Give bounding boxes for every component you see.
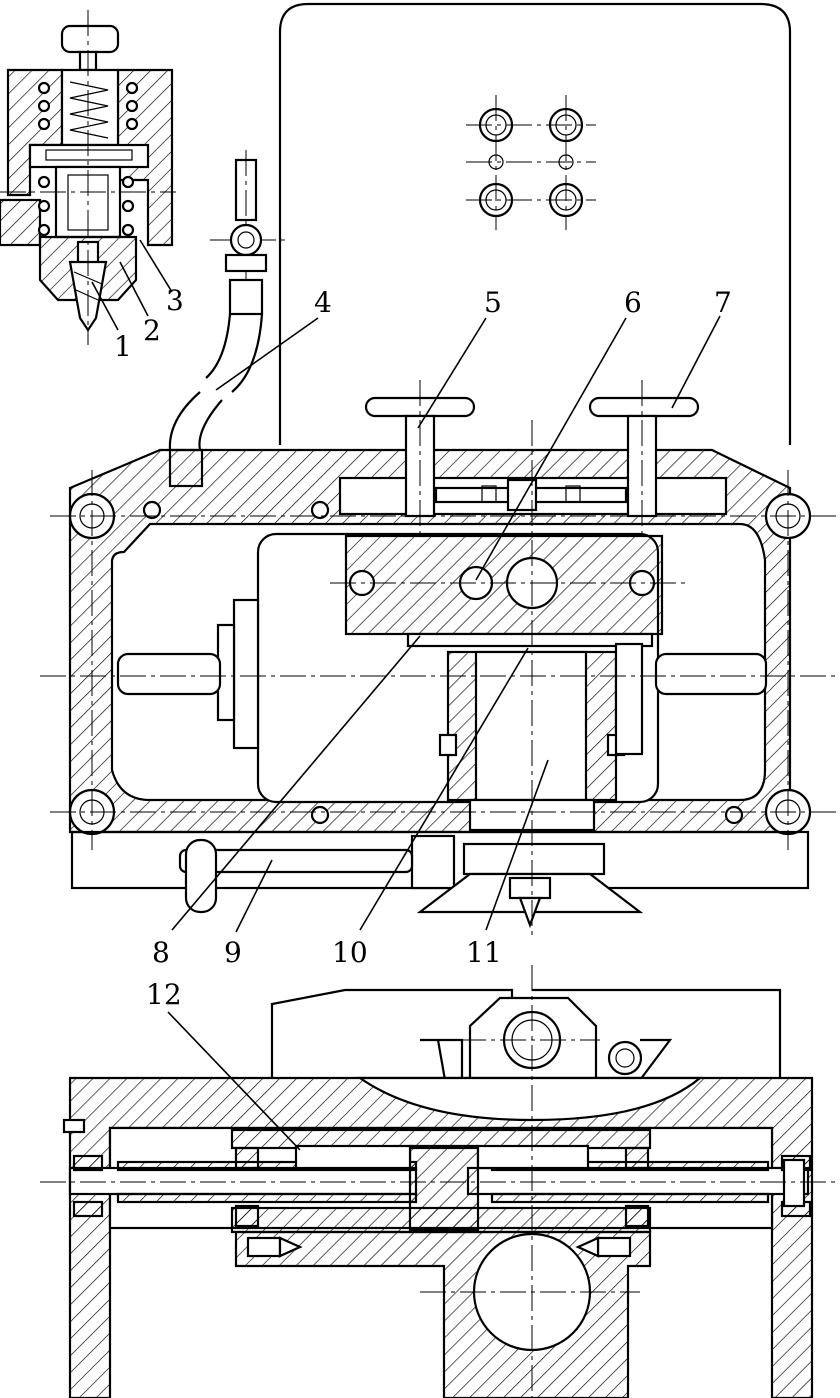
callout-10: 10: [332, 936, 368, 969]
air-pipe: [168, 150, 290, 488]
clamp-handle-left[interactable]: [364, 380, 476, 540]
clamp-block: [344, 534, 664, 636]
hole-pattern: [466, 95, 596, 230]
callout-11: 11: [466, 936, 502, 969]
callout-2: 2: [143, 314, 161, 347]
callout-1: 1: [114, 330, 132, 363]
compression-spring: [69, 81, 109, 139]
callout-3: 3: [166, 284, 184, 317]
detail-view-spindle: [0, 10, 176, 345]
bearing-balls: [37, 81, 139, 237]
central-coupling: [408, 1144, 480, 1232]
callout-6: 6: [624, 286, 642, 319]
leader-lines: [91, 239, 721, 1151]
callout-labels: 1 2 3 4 5 6 7 8 9 10 11 12: [114, 284, 732, 1011]
section-view: [40, 965, 836, 1398]
callout-7: 7: [714, 286, 732, 319]
callout-9: 9: [224, 936, 242, 969]
shaft-right: [466, 1166, 810, 1196]
upright-plate: [278, 2, 792, 445]
feed-lever[interactable]: [178, 848, 414, 874]
top-view: [40, 2, 836, 935]
adjust-knob: [60, 24, 120, 54]
detail-housing-left: [6, 68, 64, 197]
callout-12: 12: [146, 978, 182, 1011]
callout-5: 5: [484, 286, 502, 319]
callout-8: 8: [152, 936, 170, 969]
callout-4: 4: [314, 286, 332, 319]
spindle-column: [474, 650, 588, 802]
shaft-left: [68, 1166, 418, 1196]
